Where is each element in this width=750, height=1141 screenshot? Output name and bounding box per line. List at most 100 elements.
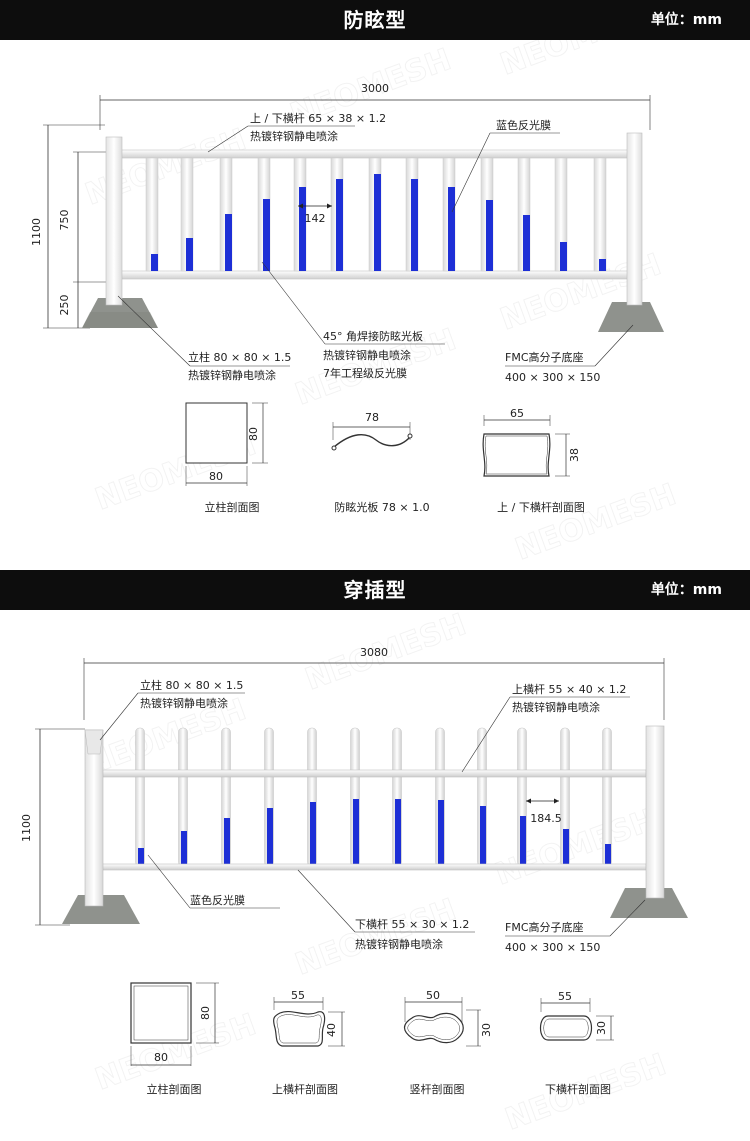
top-rail-2 (99, 769, 647, 778)
anti-glare-fence-diagram: NEOMESH NEOMESH NEOMESH NEOMESH NEOMESH … (30, 40, 681, 568)
svg-text:立柱 80 × 80 × 1.5: 立柱 80 × 80 × 1.5 (188, 350, 291, 364)
blue-reflective-film (486, 200, 493, 271)
svg-text:热镀锌钢静电喷涂: 热镀锌钢静电喷涂 (250, 129, 338, 143)
svg-text:80: 80 (154, 1051, 168, 1064)
svg-text:热镀锌钢静电喷涂: 热镀锌钢静电喷涂 (355, 937, 443, 951)
blue-reflective-film (520, 816, 526, 864)
svg-text:防眩光板 78 × 1.0: 防眩光板 78 × 1.0 (334, 500, 429, 514)
svg-text:下横杆剖面图: 下横杆剖面图 (545, 1082, 611, 1096)
svg-text:热镀锌钢静电喷涂: 热镀锌钢静电喷涂 (512, 700, 600, 714)
svg-text:30: 30 (480, 1023, 493, 1037)
svg-text:立柱剖面图: 立柱剖面图 (205, 500, 260, 514)
blue-reflective-film (299, 187, 306, 271)
svg-text:FMC高分子底座: FMC高分子底座 (505, 920, 584, 934)
base-left-2 (62, 895, 140, 924)
post-left-2 (84, 729, 104, 907)
section-panel-1: 78 防眩光板 78 × 1.0 (331, 411, 430, 514)
blue-reflective-film (411, 179, 418, 271)
blue-reflective-film (523, 215, 530, 271)
anti-glare-panels (145, 157, 607, 272)
section2-unit: 单位：mm (650, 582, 722, 598)
blue-reflective-film (310, 802, 316, 864)
blue-reflective-film (448, 187, 455, 271)
insert-fence-diagram: NEOMESH NEOMESH NEOMESH NEOMESH NEOMESH … (20, 610, 688, 1138)
anti-glare-panel (593, 157, 607, 272)
svg-text:1100: 1100 (30, 218, 43, 246)
svg-text:7年工程级反光膜: 7年工程级反光膜 (323, 366, 407, 380)
svg-text:NEOMESH: NEOMESH (491, 802, 661, 892)
bottom-rail-2 (99, 863, 647, 871)
callout-post-1: 立柱 80 × 80 × 1.5 热镀锌钢静电喷涂 (117, 295, 291, 382)
section-rail-1: 65 38 上 / 下横杆剖面图 (482, 407, 585, 514)
blue-reflective-film (224, 818, 230, 864)
svg-text:NEOMESH: NEOMESH (496, 40, 666, 83)
svg-text:30: 30 (595, 1021, 608, 1035)
svg-text:78: 78 (365, 411, 379, 424)
svg-text:竖杆剖面图: 竖杆剖面图 (410, 1082, 465, 1096)
section2-title: 穿插型 (343, 578, 407, 602)
bottom-rail (107, 270, 637, 280)
blue-reflective-film (263, 199, 270, 271)
base-right (598, 302, 664, 332)
blue-reflective-film (560, 242, 567, 271)
dim-height-2: 1100 (20, 728, 85, 926)
svg-text:下横杆 55 × 30 × 1.2: 下横杆 55 × 30 × 1.2 (355, 917, 469, 931)
section1-title: 防眩型 (343, 8, 407, 32)
post-right-2 (645, 725, 665, 899)
svg-text:400 × 300 × 150: 400 × 300 × 150 (505, 941, 600, 954)
blue-reflective-film (186, 238, 193, 271)
dim-total-length-2: 3080 (83, 646, 665, 720)
svg-text:NEOMESH: NEOMESH (511, 477, 681, 567)
svg-text:250: 250 (58, 295, 71, 316)
svg-text:55: 55 (558, 990, 572, 1003)
blue-reflective-film (599, 259, 606, 271)
blue-reflective-film (480, 806, 486, 864)
callout-film-1: 蓝色反光膜 (451, 118, 560, 213)
dim-total-length-1: 3000 (99, 82, 651, 130)
callout-bottom-rail-2: 下横杆 55 × 30 × 1.2 热镀锌钢静电喷涂 (297, 869, 475, 951)
callout-post-2: 立柱 80 × 80 × 1.5 热镀锌钢静电喷涂 (99, 678, 245, 741)
blue-reflective-film (181, 831, 187, 864)
dim-spacing-2: 184.5 (526, 798, 562, 825)
svg-text:FMC高分子底座: FMC高分子底座 (505, 350, 584, 364)
svg-text:上 / 下横杆 65 × 38 × 1.2: 上 / 下横杆 65 × 38 × 1.2 (250, 111, 386, 125)
svg-text:立柱剖面图: 立柱剖面图 (147, 1082, 202, 1096)
svg-text:3080: 3080 (360, 646, 388, 659)
blue-reflective-film (336, 179, 343, 271)
svg-text:3000: 3000 (361, 82, 389, 95)
callout-panel-1: 45° 角焊接防眩光板 热镀锌钢静电喷涂 7年工程级反光膜 (261, 261, 445, 380)
blue-reflective-film (563, 829, 569, 864)
post-left (105, 136, 123, 306)
dim-heights-1: 1100 750 250 (30, 124, 110, 329)
svg-text:142: 142 (305, 212, 326, 225)
section-post-1: 80 80 立柱剖面图 (185, 402, 268, 514)
svg-text:热镀锌钢静电喷涂: 热镀锌钢静电喷涂 (188, 368, 276, 382)
blue-reflective-film (138, 848, 144, 864)
post-right (626, 132, 643, 306)
base-right-2 (610, 888, 688, 918)
dim-spacing-1: 142 (298, 203, 332, 225)
svg-text:80: 80 (247, 427, 260, 441)
svg-text:55: 55 (291, 989, 305, 1002)
callout-rail-1: 上 / 下横杆 65 × 38 × 1.2 热镀锌钢静电喷涂 (207, 111, 386, 153)
svg-text:上 / 下横杆剖面图: 上 / 下横杆剖面图 (497, 500, 585, 514)
blue-reflective-film (353, 799, 359, 864)
callout-base-1: FMC高分子底座 400 × 300 × 150 (505, 324, 634, 384)
blue-reflective-film (267, 808, 273, 864)
blue-reflective-film (225, 214, 232, 271)
section1-unit: 单位：mm (650, 12, 722, 28)
svg-text:80: 80 (209, 470, 223, 483)
section-post-2: 80 80 立柱剖面图 (130, 982, 219, 1096)
svg-text:热镀锌钢静电喷涂: 热镀锌钢静电喷涂 (140, 696, 228, 710)
insert-bar (135, 727, 145, 867)
blue-reflective-film (605, 844, 611, 864)
section-bottom-rail-2: 55 30 下横杆剖面图 (539, 990, 614, 1096)
svg-text:热镀锌钢静电喷涂: 热镀锌钢静电喷涂 (323, 348, 411, 362)
blue-reflective-film (438, 800, 444, 864)
top-rail (107, 149, 637, 159)
svg-text:1100: 1100 (20, 814, 33, 842)
blue-reflective-film (151, 254, 158, 271)
svg-text:40: 40 (325, 1023, 338, 1037)
section2-banner: 穿插型 单位：mm (0, 570, 750, 610)
callout-top-rail-2: 上横杆 55 × 40 × 1.2 热镀锌钢静电喷涂 (461, 682, 630, 773)
